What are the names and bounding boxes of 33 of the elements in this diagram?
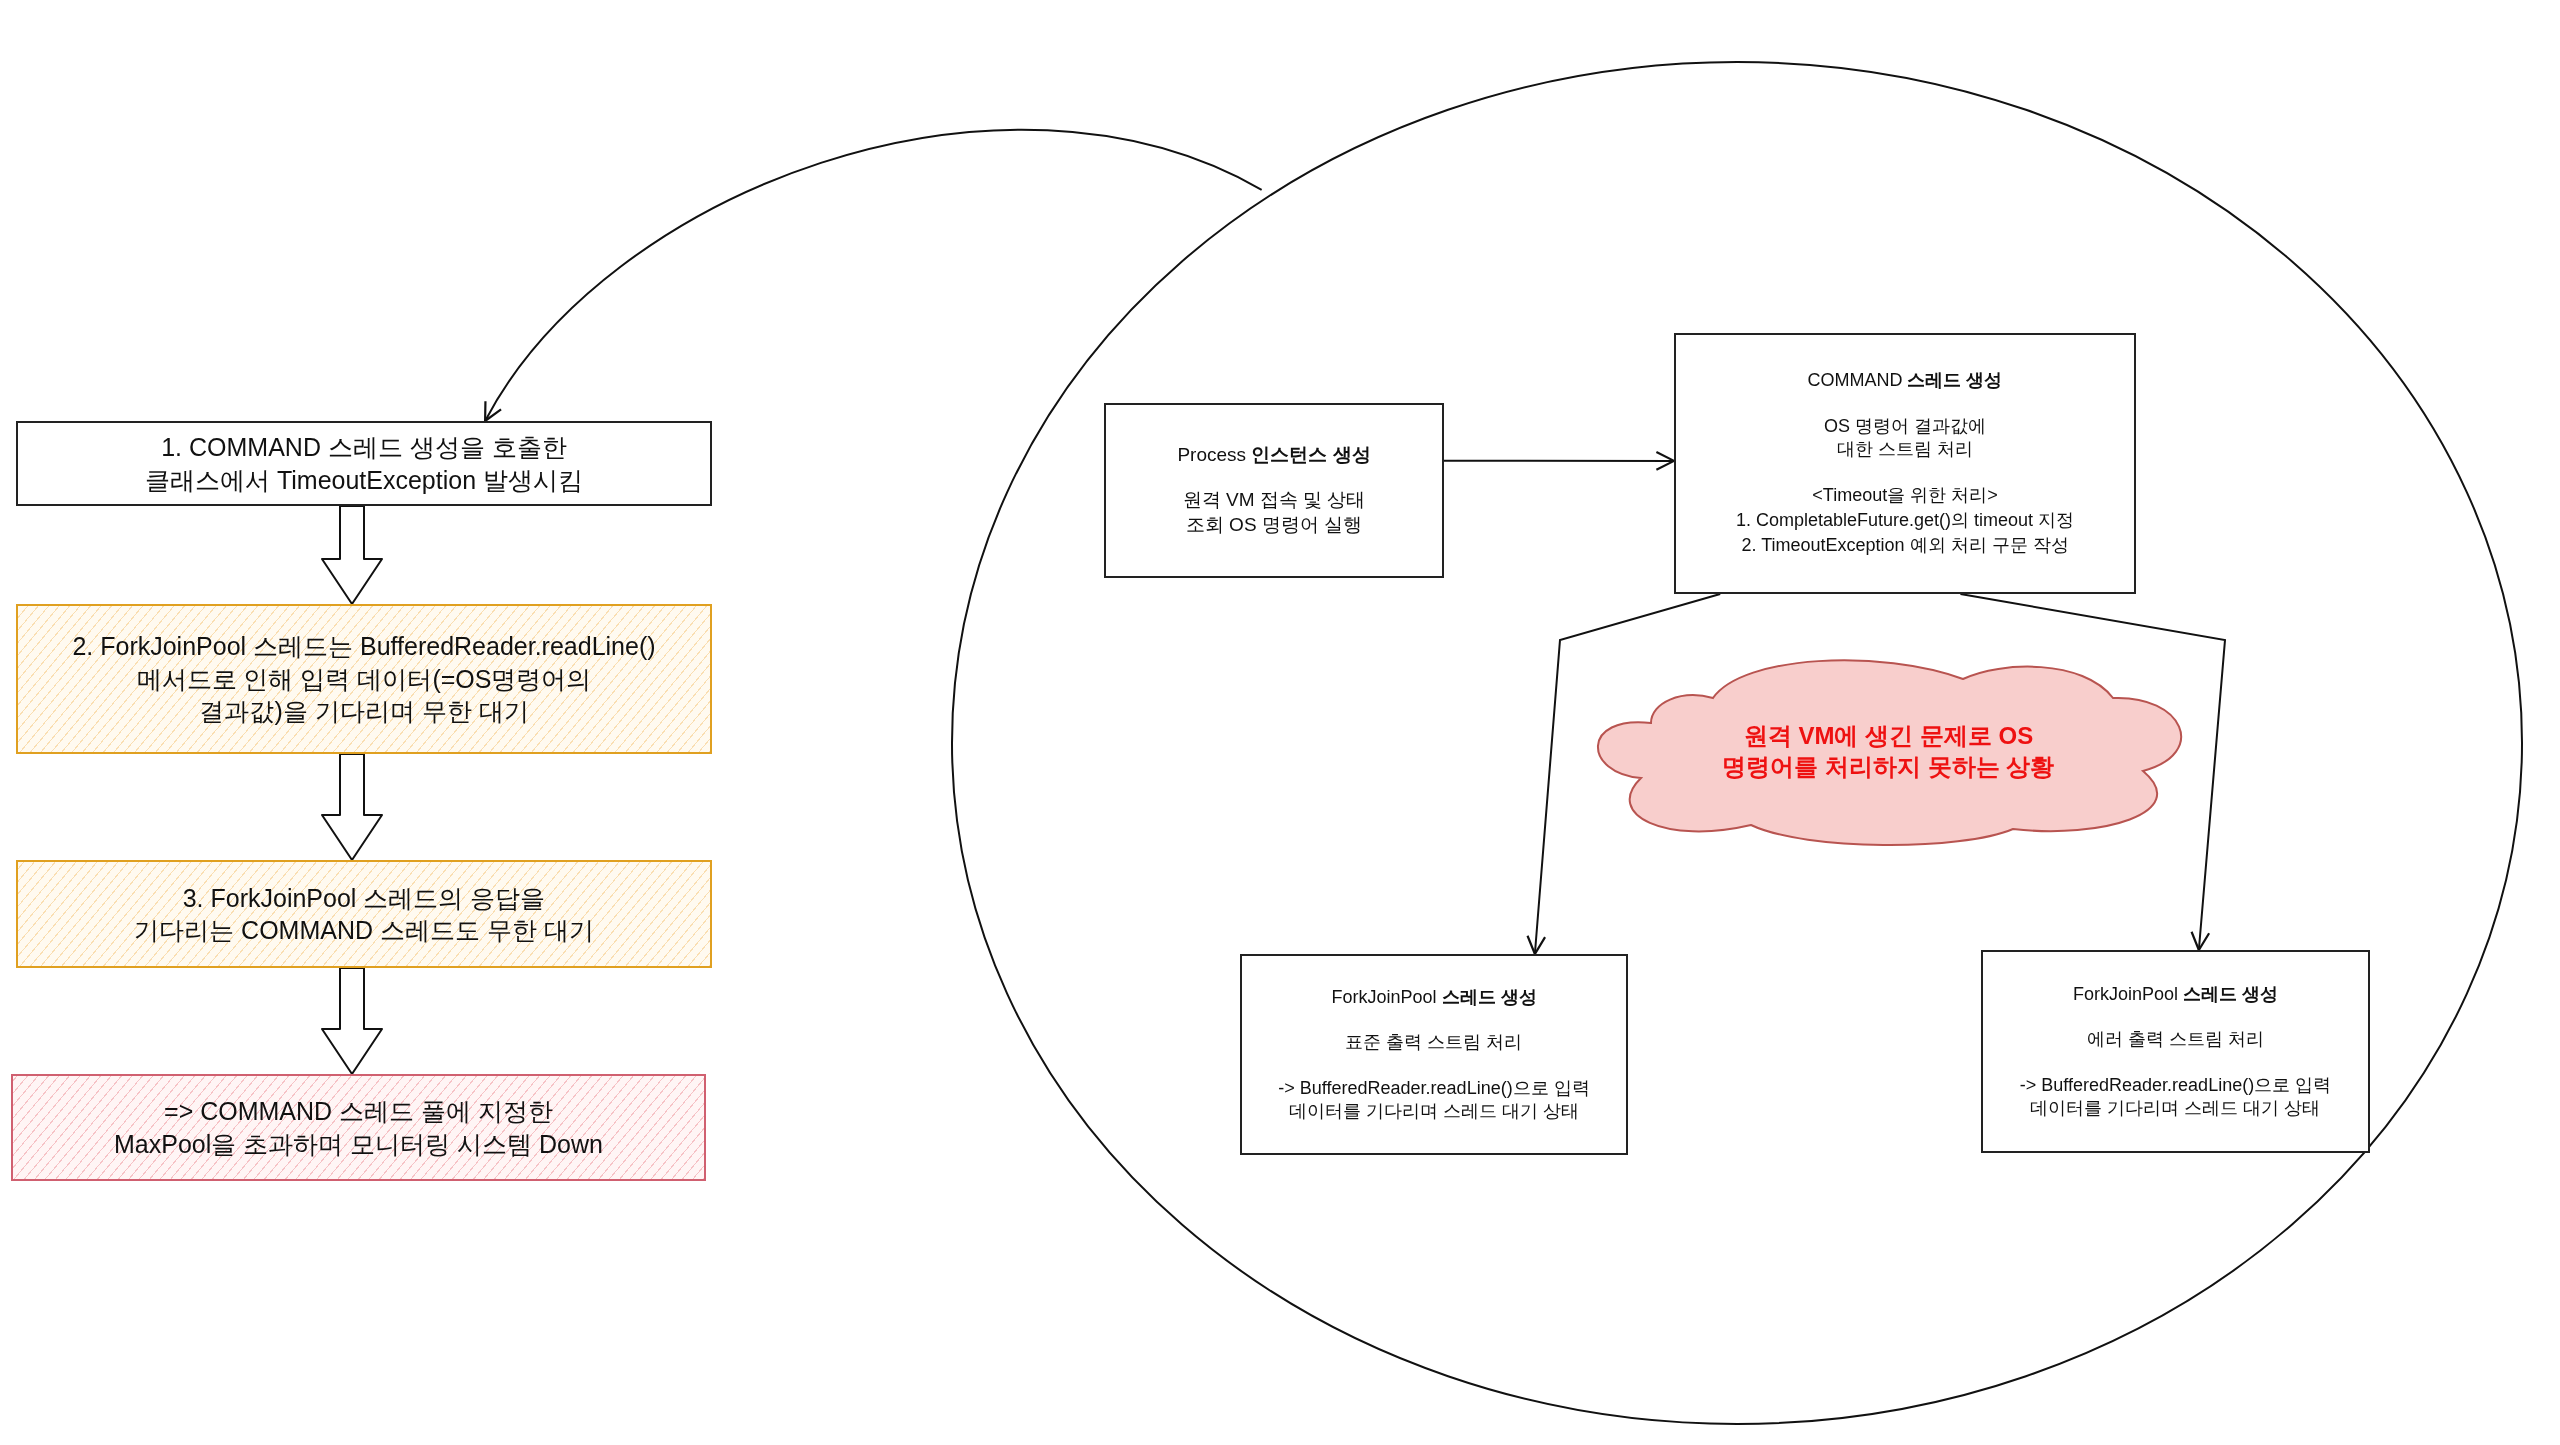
box-heading: ForkJoinPool 스레드 생성 — [1331, 985, 1537, 1009]
box-text: 에러 출력 스트림 처리 — [2087, 1028, 2264, 1052]
step-box — [16, 860, 712, 968]
step-box — [16, 604, 712, 754]
box-heading: COMMAND 스레드 생성 — [1807, 369, 2003, 393]
block-arrow — [321, 967, 383, 1075]
box-text: -> BufferedReader.readLine()으로 입력 데이터를 기다리며 스레드 대기 상태 — [2018, 1073, 2333, 1120]
box-text: <Timeout을 위한 처리> — [1812, 483, 1998, 507]
process-box — [1104, 403, 1444, 578]
box-text: OS 명령어 결과값에 대한 스트림 처리 — [1823, 414, 1987, 462]
step-box — [16, 421, 712, 506]
box-text: 원격 VM에 생긴 문제로 OS 명령어를 처리하지 못하는 상황 — [1721, 720, 2056, 782]
process-box — [1240, 954, 1628, 1155]
box-heading: Process 인스턴스 생성 — [1177, 443, 1371, 468]
arrow — [1526, 593, 1722, 956]
process-box — [1674, 333, 2136, 594]
box-text: => COMMAND 스레드 풀에 지정한 MaxPool을 초과하며 모니터링 시스템 Down — [113, 1096, 604, 1160]
box-text: -> BufferedReader.readLine()으로 입력 데이터를 기다리며 스레드 대기 상태 — [1277, 1076, 1591, 1123]
step-box — [11, 1074, 706, 1181]
process-box — [1981, 950, 2370, 1153]
arrow — [1959, 593, 2227, 952]
arrow — [1443, 451, 1676, 471]
box-text: 원격 VM 접속 및 상태 조회 OS 명령어 실행 — [1181, 488, 1367, 537]
box-text: 표준 출력 스트림 처리 — [1345, 1031, 1523, 1055]
box-text: 2. ForkJoinPool 스레드는 BufferedReader.readLine() 메서드로 인해 입력 데이터(=OS명령어의 결과값)을 기다리며 무한 대기 — [71, 631, 657, 728]
box-text: 1. CompletableFuture.get()의 timeout 지정 — [1735, 508, 2075, 532]
box-heading: ForkJoinPool 스레드 생성 — [2072, 982, 2279, 1006]
box-text: 1. COMMAND 스레드 생성을 호출한 클래스에서 TimeoutException 발생시킴 — [143, 432, 585, 496]
box-text: 2. TimeoutException 예외 처리 구문 작성 — [1741, 534, 2069, 558]
box-text: 3. ForkJoinPool 스레드의 응답을 기다리는 COMMAND 스레드도 무한 대기 — [133, 882, 595, 946]
curved-arrow — [484, 129, 1263, 423]
block-arrow — [321, 753, 383, 861]
block-arrow — [321, 505, 383, 605]
